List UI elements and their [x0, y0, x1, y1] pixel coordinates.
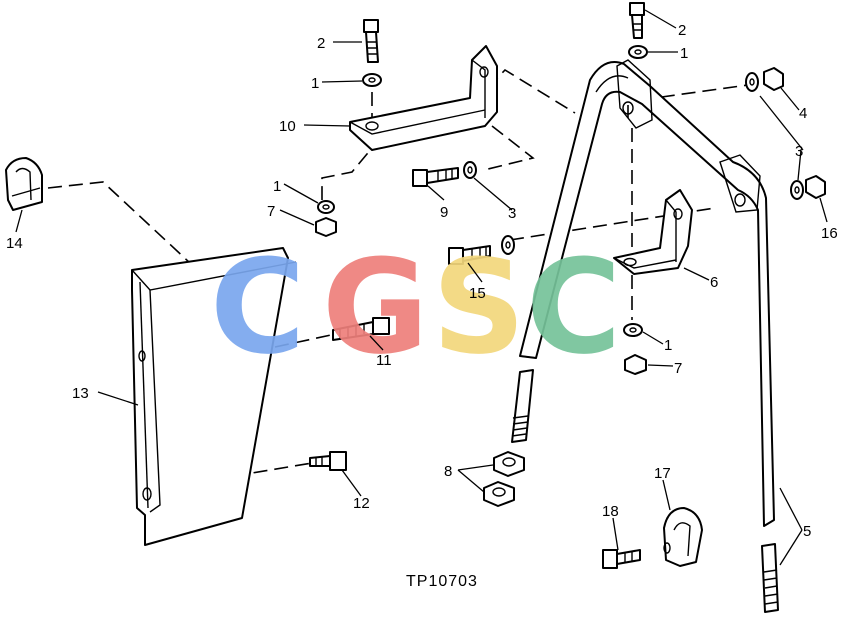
washers — [317, 45, 804, 337]
part-13-shield — [131, 247, 297, 546]
callout-7-left: 7 — [267, 203, 275, 220]
callout-4: 4 — [799, 105, 807, 122]
callout-1-lower-right: 1 — [664, 337, 672, 354]
callout-18: 18 — [602, 503, 619, 520]
callout-1-mid-left: 1 — [273, 178, 281, 195]
nuts — [315, 67, 826, 507]
watermark-letter-3: S — [432, 231, 526, 383]
callout-2-right: 2 — [678, 22, 686, 39]
bolt-9 — [412, 167, 459, 187]
bolt-15 — [448, 245, 491, 265]
watermark-letter-1: C — [210, 231, 305, 383]
watermark-letter-2: G — [322, 231, 429, 383]
bolt-2-right — [629, 2, 645, 39]
part-14-clip — [5, 157, 43, 211]
callout-13: 13 — [72, 385, 89, 402]
callout-labels: 2 1 10 1 7 9 3 14 15 11 13 12 8 2 1 4 3 … — [6, 22, 838, 540]
part-5-threaded-studs — [511, 369, 779, 613]
bolt-12 — [309, 451, 347, 471]
callout-12: 12 — [353, 495, 370, 512]
callout-3-right: 3 — [795, 143, 803, 160]
part-6-bracket — [613, 189, 693, 275]
leader-lines — [15, 9, 828, 566]
callout-2-left: 2 — [317, 35, 325, 52]
callout-8: 8 — [444, 463, 452, 480]
callout-7-right: 7 — [674, 360, 682, 377]
callout-5: 5 — [803, 523, 811, 540]
part-17-clamp — [663, 507, 703, 567]
callout-9: 9 — [440, 204, 448, 221]
callout-6: 6 — [710, 274, 718, 291]
part-5-frame — [519, 59, 775, 527]
watermark: C G S C — [210, 231, 621, 383]
bolt-2-left — [363, 19, 379, 63]
callout-11: 11 — [376, 352, 392, 369]
watermark-letter-4: C — [526, 231, 621, 383]
callout-10: 10 — [279, 118, 296, 135]
bolt-18 — [602, 549, 641, 569]
bolts — [309, 2, 645, 569]
drawing-reference-number: TP10703 — [406, 573, 478, 590]
callout-1-upper-left: 1 — [311, 75, 319, 92]
callout-1-upper-right: 1 — [680, 45, 688, 62]
callout-17: 17 — [654, 465, 671, 482]
bolt-11 — [332, 317, 390, 341]
callout-15: 15 — [469, 285, 486, 302]
part-10-bracket — [349, 45, 498, 151]
callout-3-center: 3 — [508, 205, 516, 222]
callout-14: 14 — [6, 235, 23, 252]
callout-16: 16 — [821, 225, 838, 242]
